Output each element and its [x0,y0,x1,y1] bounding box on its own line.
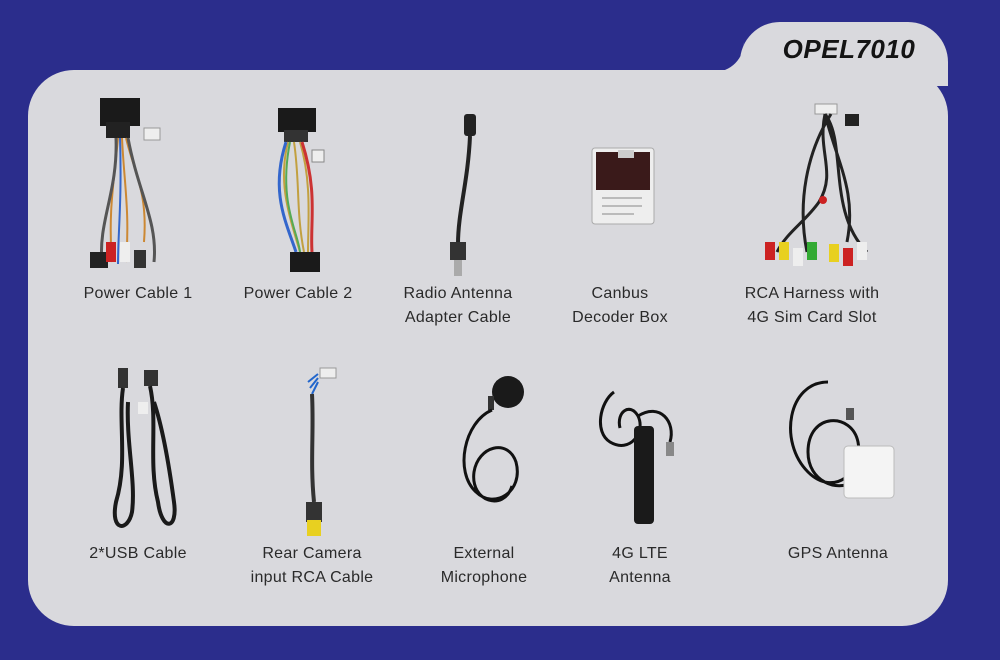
usb-cable-icon [112,368,177,528]
item-label: RCA Harness with 4G Sim Card Slot [744,285,880,326]
accessory-panel [28,70,948,626]
canbus-decoder-icon [591,147,655,225]
item-power-cable-2: Power Cable 2 [220,92,376,306]
item-usb-cable: 2*USB Cable [58,362,218,566]
item-lte-antenna: 4G LTE Antenna [560,362,720,590]
item-label: Radio Antenna Adapter Cable [403,285,513,326]
item-label: External Microphone [440,545,528,586]
item-rca-harness: RCA Harness with 4G Sim Card Slot [722,92,902,330]
radio-antenna-adapter-icon [450,114,476,276]
gps-antenna-icon [789,380,895,499]
item-label: Canbus Decoder Box [572,285,668,326]
rear-camera-rca-icon [306,367,337,536]
brand-label: OPEL7010 [782,34,916,64]
item-label: 2*USB Cable [89,545,187,562]
item-label: Power Cable 1 [83,285,193,302]
item-label: Power Cable 2 [243,285,353,302]
microphone-icon [462,376,524,503]
item-microphone: External Microphone [404,362,564,590]
item-gps-antenna: GPS Antenna [750,362,926,566]
item-label: 4G LTE Antenna [609,545,671,586]
power-cable-2-icon [277,108,325,272]
lte-antenna-icon [598,390,674,524]
rca-harness-icon [765,103,869,266]
item-rear-camera-rca: Rear Camera input RCA Cable [232,362,392,590]
item-radio-antenna-adapter: Radio Antenna Adapter Cable [380,92,536,330]
power-cable-1-icon [90,98,161,268]
brand-tab [740,22,948,86]
item-label: Rear Camera input RCA Cable [250,545,374,586]
item-canbus-decoder: Canbus Decoder Box [540,92,700,330]
item-power-cable-1: Power Cable 1 [60,92,216,306]
item-label: GPS Antenna [787,545,889,562]
